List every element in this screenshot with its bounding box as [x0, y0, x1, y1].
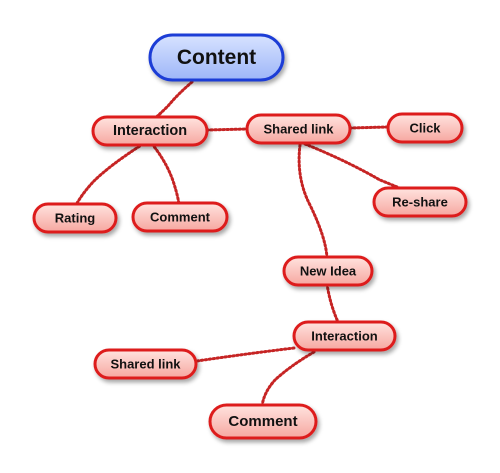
connector-newidea-interaction: [325, 282, 340, 324]
node-rating-label: Rating: [55, 211, 96, 226]
connector-interaction-sharedlink: [205, 127, 249, 132]
connector-sharedlink-click: [348, 125, 389, 130]
connector-interaction-comment: [150, 142, 181, 206]
connector-interaction-rating: [74, 142, 145, 207]
node-re-share-label: Re-share: [392, 195, 448, 210]
node-rating[interactable]: Rating: [32, 202, 118, 234]
node-content-label: Content: [177, 46, 256, 69]
node-comment-bottom[interactable]: Comment: [208, 403, 318, 440]
connector-sharedlink-reshare: [303, 142, 413, 195]
connector-sharedlink-newidea: [297, 143, 329, 260]
node-interaction-top[interactable]: Interaction: [91, 115, 209, 147]
node-shared-link-bottom-label: Shared link: [110, 357, 181, 372]
node-new-idea[interactable]: New Idea: [282, 255, 374, 287]
node-shared-link-top-label: Shared link: [263, 122, 334, 137]
node-comment-top[interactable]: Comment: [131, 201, 229, 233]
node-click[interactable]: Click: [386, 112, 464, 144]
node-comment-top-label: Comment: [150, 210, 211, 225]
connector-content-interaction: [151, 80, 194, 122]
node-shared-link-bottom[interactable]: Shared link: [93, 348, 198, 380]
node-re-share[interactable]: Re-share: [372, 186, 468, 218]
node-interaction-top-label: Interaction: [113, 123, 187, 139]
connector-interaction-sharedlink-bottom: [195, 346, 296, 363]
node-interaction-bottom-label: Interaction: [311, 329, 378, 344]
node-comment-bottom-label: Comment: [228, 413, 297, 430]
node-shared-link-top[interactable]: Shared link: [245, 113, 352, 145]
node-content[interactable]: Content: [148, 33, 285, 82]
connector-interaction-comment-bottom: [260, 350, 316, 408]
node-click-label: Click: [409, 121, 441, 136]
node-interaction-bottom[interactable]: Interaction: [292, 320, 397, 352]
connectors: [74, 80, 413, 408]
node-new-idea-label: New Idea: [300, 264, 357, 279]
